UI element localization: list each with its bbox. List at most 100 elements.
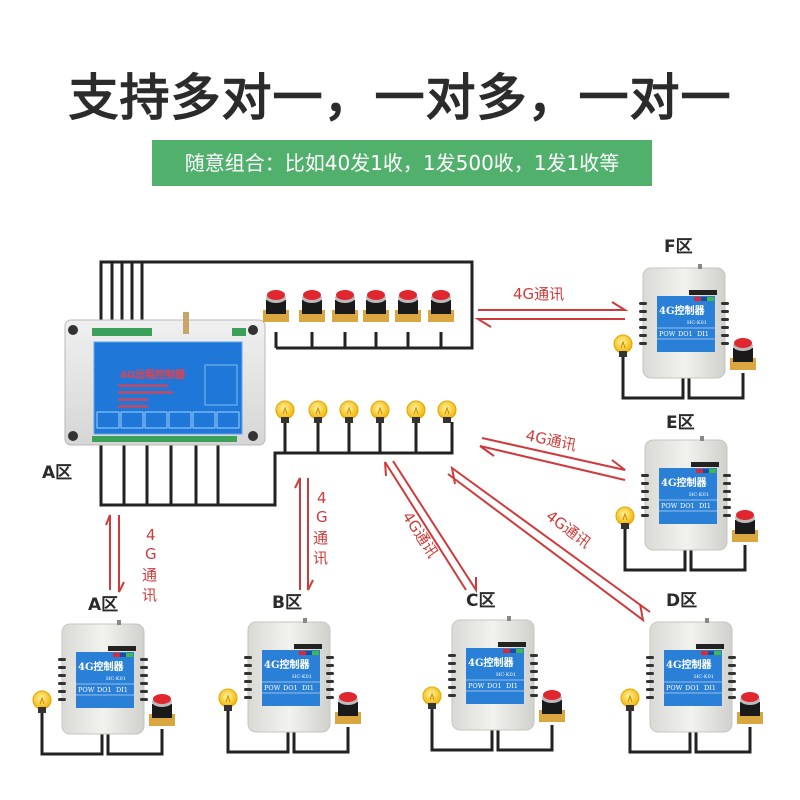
bulb-icon (218, 688, 238, 711)
comm-arrow-f (474, 301, 629, 328)
button-row (263, 290, 454, 322)
device-port-label: DO1 (97, 686, 112, 694)
device-port-label: POW (264, 684, 281, 692)
bulb-icon (437, 400, 457, 423)
svg-text:通: 通 (313, 529, 328, 547)
device-port-label: DI1 (506, 682, 518, 690)
device-port-label: DO1 (283, 684, 298, 692)
main-controller-title: 4G远程控制器 (120, 368, 186, 381)
device-port-label: DO1 (678, 330, 693, 338)
bulb-icon (32, 690, 52, 713)
comm-arrows (105, 301, 651, 623)
device-title: 4G控制器 (666, 658, 712, 671)
device-model: HC-K01 (496, 672, 516, 678)
device-model: HC-K01 (687, 320, 707, 326)
push-button-icon (299, 290, 325, 322)
device-model: HC-K01 (694, 674, 714, 680)
comm-label-e: 4G通讯 (524, 426, 578, 454)
bulb-icon (613, 334, 633, 357)
device-model: HC-K01 (292, 674, 312, 680)
push-button-icon (737, 692, 763, 724)
push-button-icon (263, 290, 289, 322)
zone-label: D区 (666, 591, 697, 611)
push-button-icon (428, 290, 454, 322)
comm-arrow-a (105, 514, 125, 593)
device-title: 4G控制器 (661, 476, 707, 489)
device-port-label: DO1 (685, 684, 700, 692)
device-port-label: DI1 (704, 684, 716, 692)
device-port-label: POW (468, 682, 485, 690)
device-port-label: DI1 (697, 330, 709, 338)
bulb-icon (615, 506, 635, 529)
device-model: HC-K01 (689, 492, 709, 498)
push-button-icon (363, 290, 389, 322)
bulb-row (275, 400, 457, 423)
push-button-icon (539, 690, 565, 722)
zone-label: C区 (466, 591, 495, 611)
device-port-label: POW (659, 330, 676, 338)
zone-label: F区 (664, 237, 693, 257)
device-model: HC-K01 (106, 676, 126, 682)
push-button-icon (335, 692, 361, 724)
comm-label-f: 4G通讯 (513, 285, 564, 303)
comm-arrow-c (384, 460, 477, 594)
svg-text:G: G (145, 545, 157, 563)
device-title: 4G控制器 (264, 658, 310, 671)
device-port-label: POW (661, 502, 678, 510)
top-wiring (99, 260, 474, 350)
bulb-icon (308, 400, 328, 423)
bulb-icon (422, 686, 442, 709)
device-port-label: POW (78, 686, 95, 694)
comm-arrow-e (479, 437, 626, 481)
push-button-icon (149, 694, 175, 726)
bulb-icon (406, 400, 426, 423)
device-port-label: POW (666, 684, 683, 692)
svg-text:讯: 讯 (313, 549, 328, 567)
device-title: 4G控制器 (468, 656, 514, 669)
device-title: 4G控制器 (659, 304, 705, 317)
comm-label-d: 4G通讯 (543, 507, 595, 552)
comm-arrow-b (294, 477, 314, 591)
comm-arrow-d (447, 465, 651, 623)
push-button-icon (332, 290, 358, 322)
bottom-wiring (99, 422, 454, 507)
device-port-label: DI1 (116, 686, 128, 694)
push-button-icon (730, 338, 756, 370)
main-controller: 4G远程控制器 (64, 312, 266, 446)
push-button-icon (732, 510, 758, 542)
device-title: 4G控制器 (78, 660, 124, 673)
device-port-label: DO1 (680, 502, 695, 510)
svg-text:G: G (316, 508, 328, 526)
page-title: 支持多对一，一对多，一对一 (68, 69, 732, 127)
device-port-label: DO1 (487, 682, 502, 690)
push-button-icon (395, 290, 421, 322)
svg-text:4: 4 (317, 489, 327, 507)
device-port-label: DI1 (699, 502, 711, 510)
svg-text:4: 4 (146, 526, 156, 544)
zone-label: B区 (272, 593, 302, 613)
comm-label-a: 4G 通讯 (142, 526, 157, 604)
zone-label: E区 (666, 413, 695, 433)
device-port-label: DI1 (302, 684, 314, 692)
svg-text:讯: 讯 (142, 586, 157, 604)
comm-label-b: 4G 通讯 (313, 489, 328, 567)
bulb-icon (339, 400, 359, 423)
bulb-icon (275, 400, 295, 423)
bulb-icon (620, 688, 640, 711)
main-zone-label: A区 (42, 463, 72, 483)
zone-label: A区 (88, 595, 118, 615)
subtitle-banner: 随意组合：比如40发1收，1发500收，1发1收等 (152, 140, 652, 186)
